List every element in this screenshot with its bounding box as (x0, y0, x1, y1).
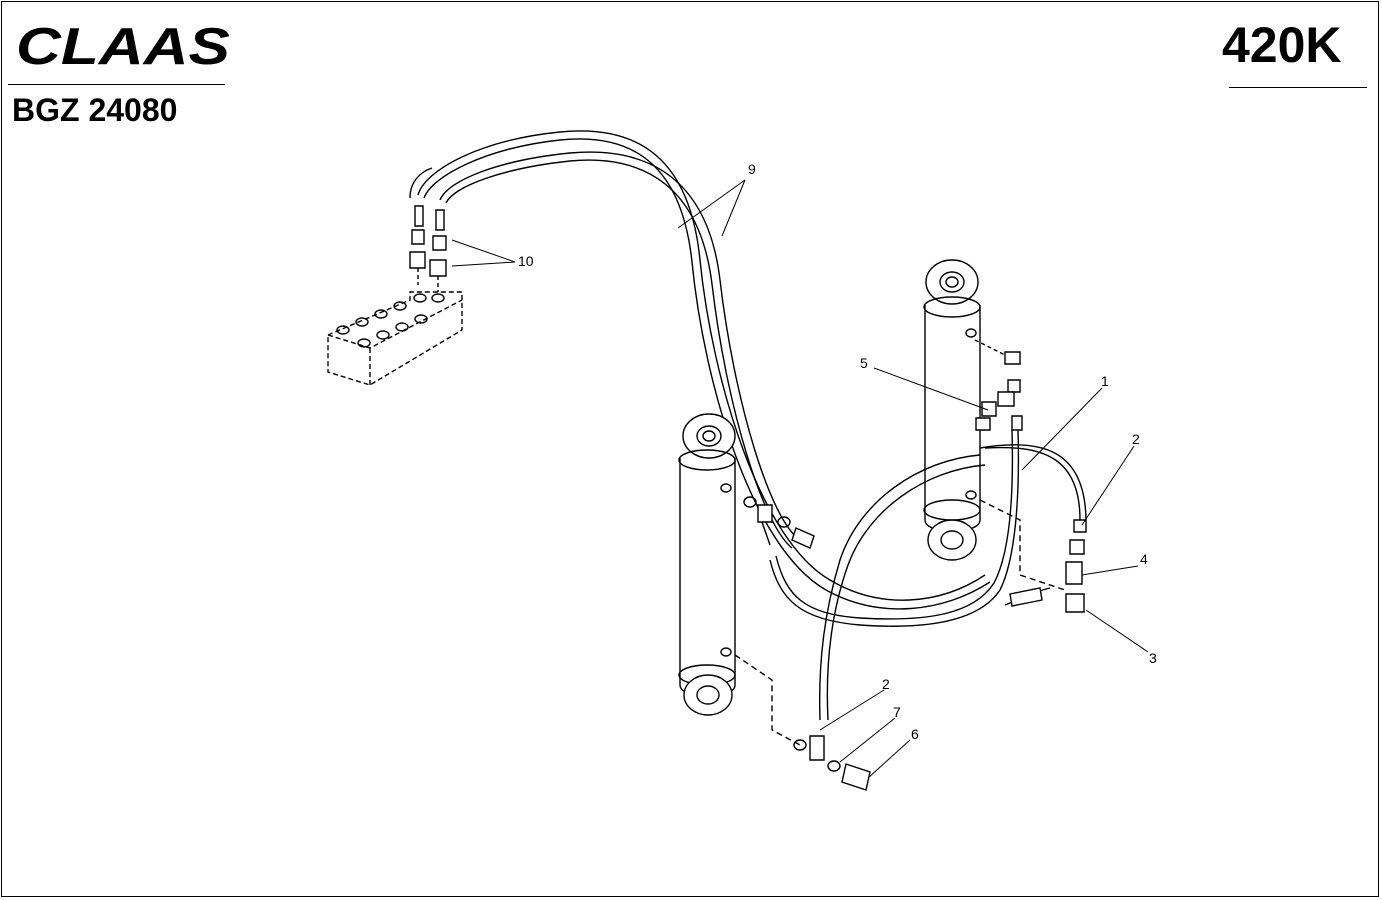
callout-7: 7 (893, 704, 901, 720)
left-hydraulic-cylinder (678, 413, 801, 746)
callout-10: 10 (518, 253, 534, 269)
callout-3: 3 (1149, 650, 1157, 666)
brand-logo-text: CLAAS (16, 20, 230, 70)
drawing-number: BGZ 24080 (12, 92, 178, 128)
elbow-fittings (975, 351, 1087, 613)
callout-6: 6 (911, 726, 919, 742)
header-rule-left (8, 84, 225, 85)
header-rule-right (1229, 87, 1367, 88)
callout-9: 9 (748, 161, 756, 177)
callout-leaders (451, 179, 1149, 779)
brand-logo: CLAAS (16, 20, 230, 70)
model-code: 420K (1222, 17, 1342, 73)
right-hydraulic-cylinder (923, 259, 1066, 591)
callout-labels: 9 10 5 1 2 4 3 2 7 6 (518, 161, 1157, 742)
callout-1: 1 (1101, 373, 1109, 389)
callout-5: 5 (860, 355, 868, 371)
hose-pair-9 (409, 130, 991, 610)
left-fittings (743, 496, 871, 791)
adapter-fittings (409, 205, 447, 292)
hose-1-and-2 (769, 429, 1087, 721)
callout-2-right: 2 (1132, 431, 1140, 447)
callout-2-bottom: 2 (882, 676, 890, 692)
callout-4: 4 (1140, 551, 1148, 567)
valve-block (327, 291, 463, 386)
